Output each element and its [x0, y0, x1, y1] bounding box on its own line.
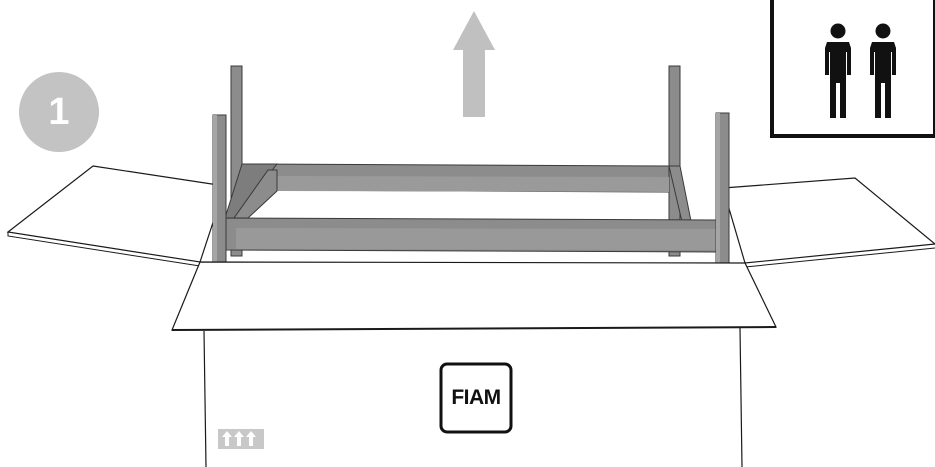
brand-logo: FIAM [451, 386, 501, 409]
two-people-icon [825, 23, 896, 118]
brand-logo-frame [439, 362, 513, 434]
this-side-up-icon [218, 429, 264, 449]
table-leg-back-left [230, 65, 243, 257]
step-number-badge: 1 [19, 72, 99, 152]
table-leg-back-right [668, 65, 681, 257]
two-people-caption [772, 0, 935, 9]
step-number: 1 [48, 90, 70, 133]
two-people-notice [770, 0, 935, 138]
up-arrow-icon [453, 11, 495, 117]
box-flap-right [722, 177, 935, 268]
box-body [203, 327, 743, 467]
table-frame [212, 65, 730, 264]
box-flap-front [171, 261, 777, 331]
box-flap-left [6, 165, 226, 267]
